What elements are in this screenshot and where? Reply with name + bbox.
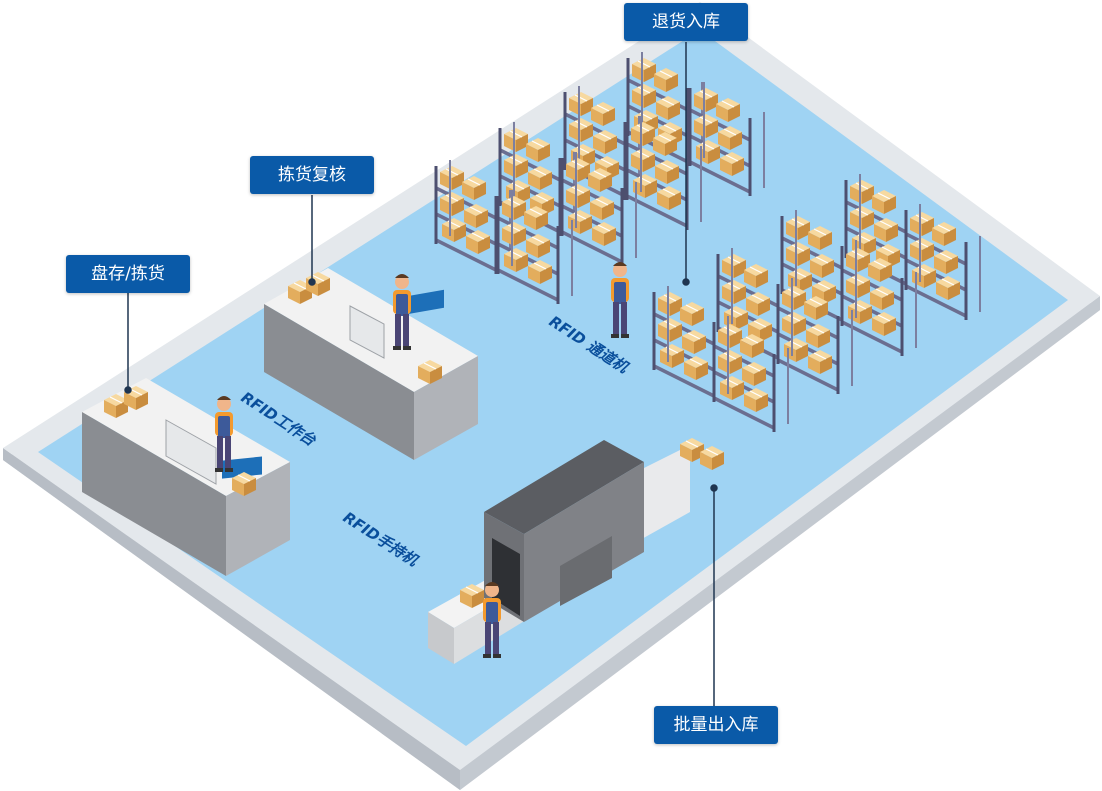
callout-return-inbound: 退货入库 [624, 3, 748, 41]
callout-inventory-pick: 盘存/拣货 [66, 255, 190, 293]
callout-batch-io: 批量出入库 [654, 706, 778, 744]
workstation-inventory [82, 378, 290, 576]
callout-leaders [124, 42, 718, 708]
warehouse-floor [38, 30, 1068, 746]
rfid-tunnel-machine [428, 437, 725, 664]
workstation-pick-review [264, 268, 478, 460]
callout-pick-review: 拣货复核 [250, 156, 374, 194]
